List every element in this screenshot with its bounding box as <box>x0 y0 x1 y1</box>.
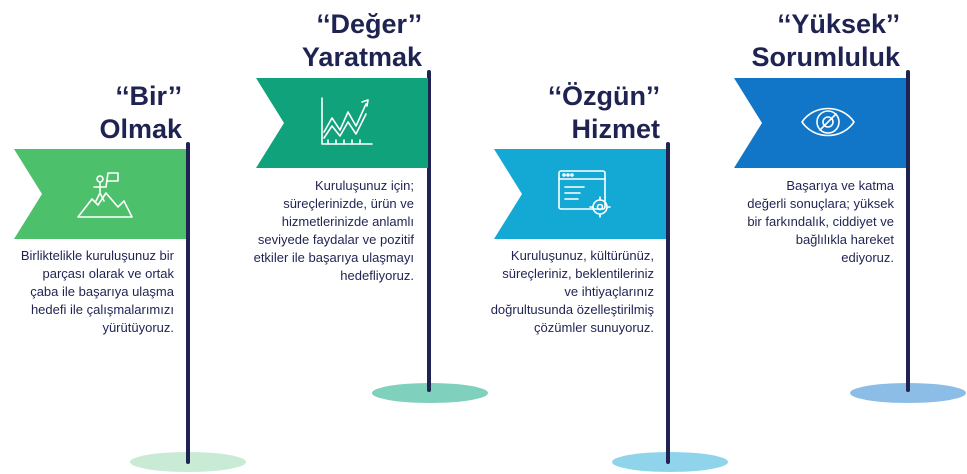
value-description: Kuruluşunuz, kültürünüz, süreçleriniz, b… <box>490 248 654 335</box>
value-title: ‘‘Yüksek’’ Sorumluluk <box>751 8 900 74</box>
growth-chart-icon <box>321 97 373 145</box>
flag-banner <box>14 149 186 239</box>
value-title-line1: ‘‘Özgün’’ <box>548 81 660 111</box>
value-title-line2: Yaratmak <box>301 42 422 72</box>
flag-banner <box>256 78 428 168</box>
value-title: ‘‘Değer’’ Yaratmak <box>302 8 422 74</box>
flag-pole <box>666 142 670 464</box>
value-title-line2: Olmak <box>99 114 182 144</box>
flag-base-shadow <box>850 383 966 403</box>
eye-target-icon <box>801 107 855 137</box>
flag-banner <box>734 78 906 168</box>
flag-pole <box>186 142 190 464</box>
value-description: Birliktelikle kuruluşunuz bir parçası ol… <box>20 248 174 335</box>
value-title: ‘‘Bir’’ Olmak <box>99 80 182 146</box>
flag-banner <box>494 149 666 239</box>
value-description: Kuruluşunuz için; süreçlerinizde, ürün v… <box>253 178 414 283</box>
value-title-line2: Hizmet <box>571 114 660 144</box>
mountain-climber-flag-icon <box>77 172 133 218</box>
flag-pole <box>906 70 910 392</box>
value-title-line1: ‘‘Yüksek’’ <box>777 9 900 39</box>
value-title-line2: Sorumluluk <box>751 42 900 72</box>
browser-gear-icon <box>558 170 611 218</box>
flag-base-shadow <box>612 452 728 472</box>
value-title-line1: ‘‘Değer’’ <box>316 9 422 39</box>
flag-pole <box>427 70 431 392</box>
value-title: ‘‘Özgün’’ Hizmet <box>548 80 660 146</box>
flag-base-shadow <box>372 383 488 403</box>
value-title-line1: ‘‘Bir’’ <box>115 81 182 111</box>
value-description: Başarıya ve katma değerli sonuçlara; yük… <box>747 178 894 265</box>
